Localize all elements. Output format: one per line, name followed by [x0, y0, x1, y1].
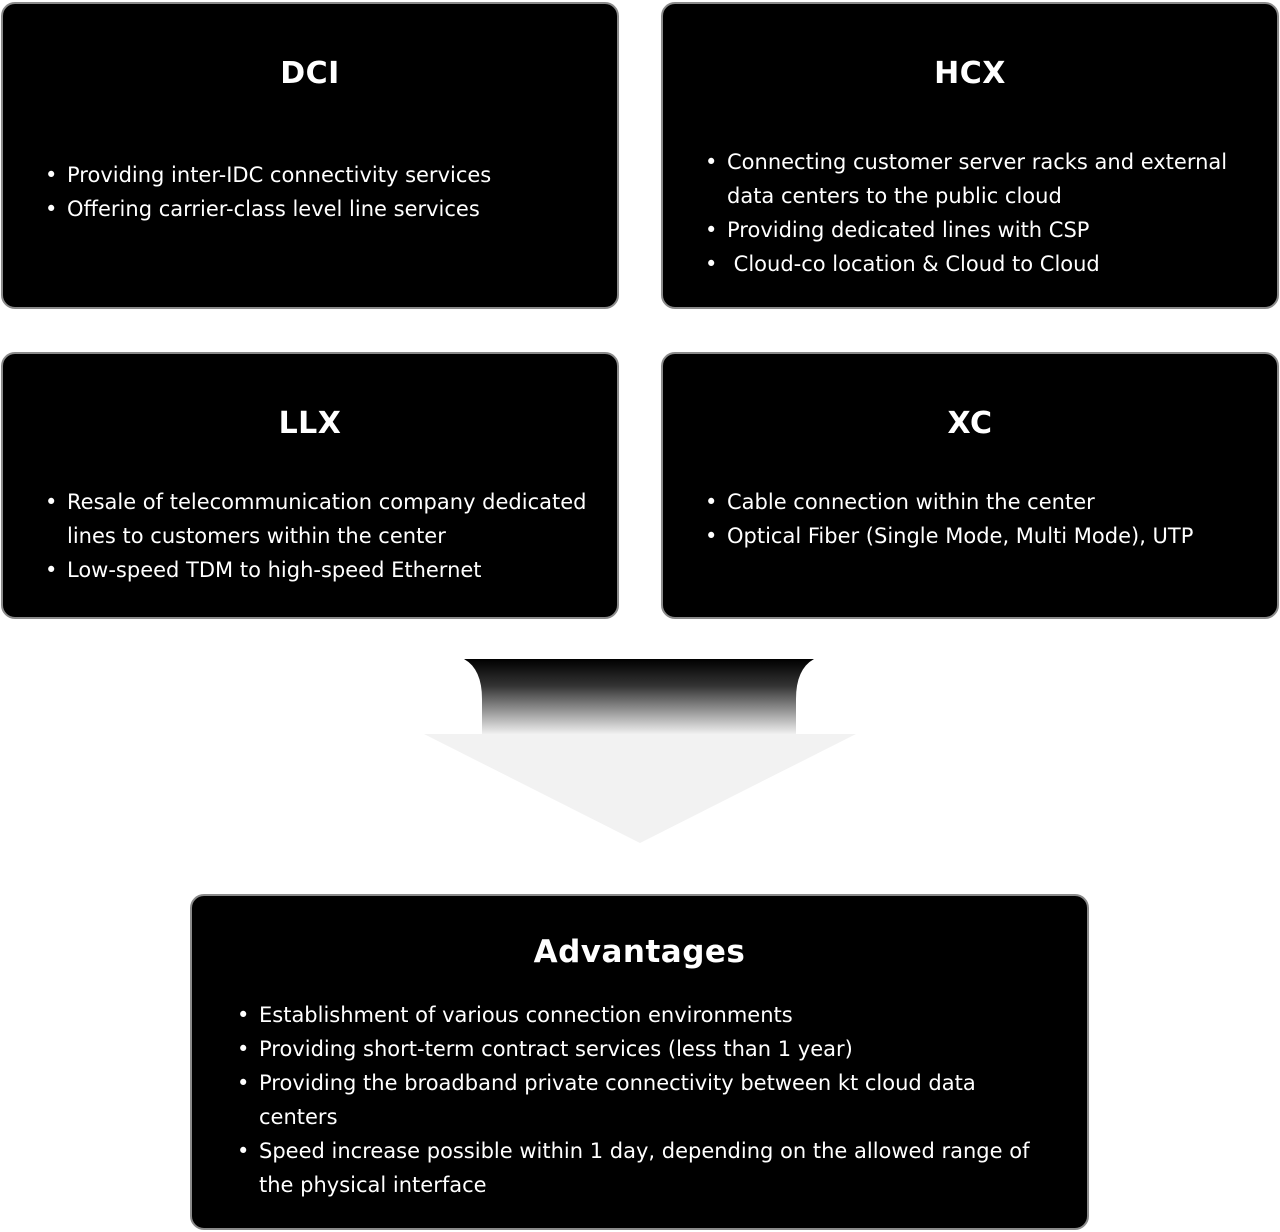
list-item: Providing dedicated lines with CSP: [703, 213, 1263, 247]
down-arrow-icon: [424, 659, 856, 843]
list-item: Establishment of various connection envi…: [235, 998, 1055, 1032]
hcx-list: Connecting customer server racks and ext…: [703, 145, 1263, 281]
list-item: Resale of telecommunication company dedi…: [43, 485, 603, 553]
list-item: Cable connection within the center: [703, 485, 1273, 519]
advantages-title: Advantages: [533, 934, 746, 970]
xc-list: Cable connection within the center Optic…: [703, 485, 1273, 553]
list-item: Low-speed TDM to high-speed Ethernet: [43, 553, 603, 587]
hcx-title: HCX: [934, 56, 1006, 91]
list-item: Offering carrier-class level line servic…: [43, 192, 603, 226]
list-item: Providing inter-IDC connectivity service…: [43, 158, 603, 192]
list-item: Providing the broadband private connecti…: [235, 1066, 1055, 1134]
advantages-box: Advantages Establishment of various conn…: [190, 894, 1089, 1230]
list-item: Speed increase possible within 1 day, de…: [235, 1134, 1055, 1202]
xc-title: XC: [947, 406, 993, 441]
llx-list: Resale of telecommunication company dedi…: [43, 485, 603, 587]
list-item: Cloud-co location & Cloud to Cloud: [703, 247, 1263, 281]
list-item: Connecting customer server racks and ext…: [703, 145, 1263, 213]
xc-box: XC Cable connection within the center Op…: [661, 352, 1279, 619]
llx-box: LLX Resale of telecommunication company …: [1, 352, 619, 619]
llx-title: LLX: [278, 406, 342, 441]
hcx-box: HCX Connecting customer server racks and…: [661, 2, 1279, 309]
advantages-list: Establishment of various connection envi…: [235, 998, 1055, 1202]
list-item: Optical Fiber (Single Mode, Multi Mode),…: [703, 519, 1273, 553]
list-item: Providing short-term contract services (…: [235, 1032, 1055, 1066]
dci-list: Providing inter-IDC connectivity service…: [43, 158, 603, 226]
dci-box: DCI Providing inter-IDC connectivity ser…: [1, 2, 619, 309]
dci-title: DCI: [280, 56, 340, 91]
